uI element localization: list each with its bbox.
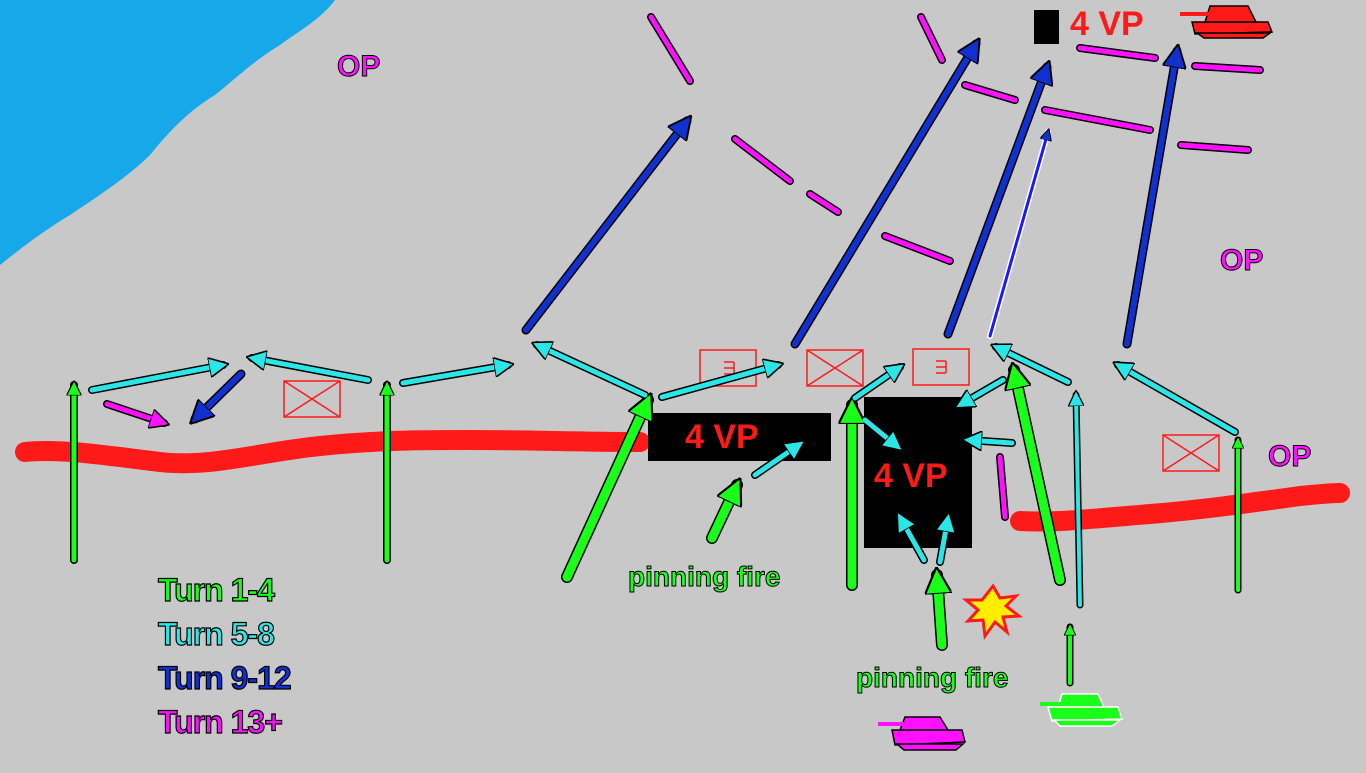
crossed-box-icon: [1162, 434, 1220, 472]
legend-item-turn-9-12: Turn 9-12: [157, 659, 292, 696]
building-top: [1034, 10, 1059, 44]
movement-arrow-turn-5-8: [940, 518, 948, 565]
movement-arrow-turn-9-12: [945, 67, 1047, 337]
legend-item-turn-1-4: Turn 1-4: [157, 571, 275, 608]
movement-arrow-turn-5-8: [752, 444, 800, 478]
movement-arrow-turn-1-4: [707, 485, 737, 543]
movement-arrow-turn-5-8: [537, 345, 648, 398]
tank-icon: [1040, 693, 1124, 727]
movement-arrow-turn-1-4: [562, 400, 648, 582]
tank-icon: [1180, 5, 1274, 39]
movement-arrow-turn-5-8: [968, 440, 1015, 443]
movement-arrow-turn-5-8: [960, 377, 1006, 405]
movement-arrow-turn-5-8: [400, 365, 508, 386]
movement-arrow-turn-9-12: [792, 44, 976, 347]
explosion-icon: [961, 583, 1024, 640]
road-east: [1010, 483, 1350, 532]
movement-arrow-turn-1-4: [1014, 370, 1065, 585]
movement-arrow-turn-13-plus: [104, 401, 164, 423]
movement-arrow-turn-9-12: [195, 371, 244, 419]
movement-arrow-turn-9-12: [1124, 51, 1177, 347]
movement-arrow-turn-1-4: [937, 575, 942, 650]
movement-arrow-turn-5-8: [900, 517, 927, 563]
vp-label-north: 4 VP: [1070, 5, 1144, 43]
movement-arrow-turn-5-8: [89, 365, 223, 393]
op-label: OP: [336, 50, 381, 84]
crossed-box-icon: [283, 380, 341, 418]
legend-item-turn-5-8: Turn 5-8: [157, 615, 275, 652]
road-west: [15, 429, 650, 474]
movement-arrow-turn-5-8: [996, 347, 1071, 385]
movement-arrow-turn-5-8: [852, 367, 900, 401]
movement-arrow-turn-5-8: [1118, 365, 1238, 435]
crossed-box-icon: [806, 349, 864, 387]
movement-arrow-turn-5-8: [1076, 395, 1080, 607]
legend-item-turn-13-plus: Turn 13+: [157, 703, 283, 740]
lake: [0, 0, 335, 265]
vp-label-center-building: 4 VP: [874, 457, 948, 495]
movement-arrow-turn-5-8: [252, 358, 371, 383]
movement-arrow-turn-9-12: [988, 132, 1048, 338]
op-label: OP: [1267, 440, 1312, 474]
movement-arrows: [74, 44, 1238, 685]
pinning-fire-label: pinning fire: [627, 561, 781, 593]
pinning-fire-label: pinning fire: [855, 662, 1009, 694]
tank-icon: [878, 716, 966, 751]
op-label: OP: [1219, 244, 1264, 278]
movement-arrow-turn-5-8: [659, 365, 778, 400]
vp-label-west-building: 4 VP: [685, 418, 759, 456]
movement-arrow-turn-5-8: [862, 417, 898, 447]
movement-arrow-turn-9-12: [523, 121, 687, 333]
bracket-e-icon: [912, 348, 970, 386]
